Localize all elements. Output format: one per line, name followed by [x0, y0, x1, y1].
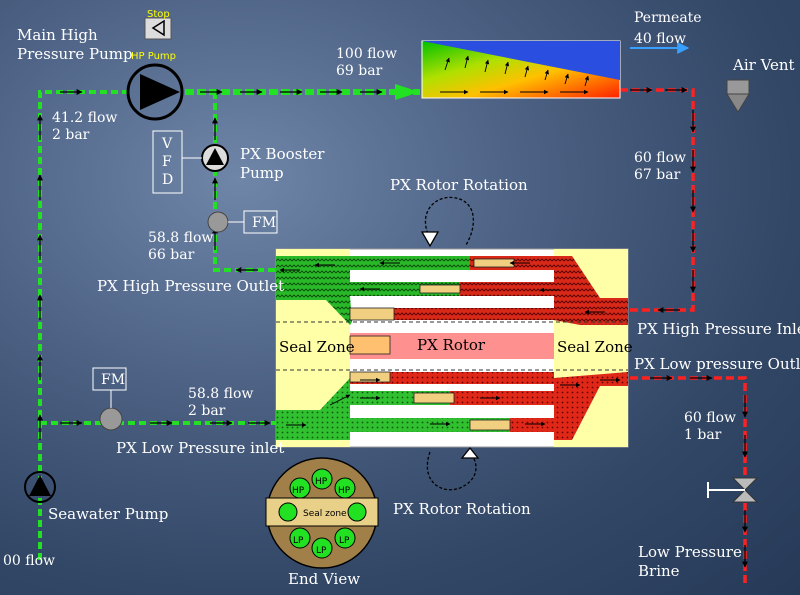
px-rotor-rotation-top-label: PX Rotor Rotation: [390, 176, 528, 194]
ro-membrane: [421, 40, 621, 99]
end-view-lp-3: LP: [339, 536, 350, 546]
flow-60-lp-label: 60 flow 1 bar: [684, 410, 737, 443]
end-view-hp-2: HP: [315, 477, 328, 487]
px-device: [275, 248, 629, 448]
px-hp-inlet-label: PX High Pressure Inlet: [637, 320, 800, 338]
end-view-diagram: [265, 457, 379, 569]
main-hp-pump-label: Main High Pressure Pump: [17, 26, 133, 63]
px-hp-outlet-label: PX High Pressure Outlet: [97, 277, 285, 295]
air-vent-icon[interactable]: [726, 79, 750, 113]
px-lp-outlet-label: PX Low pressure Outlet: [634, 355, 800, 373]
valve-icon[interactable]: [707, 477, 759, 503]
fm-bottom-label: FM: [101, 372, 126, 388]
flow-58-hp-label: 58.8 flow 66 bar: [148, 230, 214, 263]
end-view-hp-3: HP: [338, 486, 351, 496]
hp-pump-tag: HP Pump: [131, 51, 177, 62]
flow-100-bottom-label: 00 flow: [3, 553, 56, 569]
flow-41-label: 41.2 flow 2 bar: [52, 110, 118, 143]
end-view-seal-zone-label: Seal zone: [303, 509, 347, 519]
px-booster-label: PX Booster Pump: [240, 145, 325, 182]
main-hp-pump-icon[interactable]: [126, 63, 184, 121]
flow-arrows-left: [37, 89, 271, 440]
vfd-box: [152, 130, 202, 194]
px-booster-pump-icon[interactable]: [201, 144, 229, 172]
end-view-lp-2: LP: [316, 546, 327, 556]
flow-60-hp-label: 60 flow 67 bar: [634, 150, 687, 183]
seawater-pump-label: Seawater Pump: [48, 505, 169, 523]
end-view-label: End View: [288, 570, 361, 588]
flow-100-label: 100 flow 69 bar: [336, 46, 397, 79]
end-view-hp-1: HP: [292, 486, 305, 496]
flow-meter-icon: [92, 210, 278, 431]
air-vent-label: Air Vent: [733, 56, 795, 74]
permeate-label: Permeate: [634, 10, 702, 26]
fm-top-label: FM: [252, 215, 277, 231]
seal-zone-left-label: Seal Zone: [279, 338, 355, 356]
stop-label: Stop: [147, 9, 170, 20]
flow-40-label: 40 flow: [634, 31, 687, 47]
rotation-arrow-icon: [420, 196, 480, 491]
vfd-label: V F D: [162, 136, 174, 188]
seal-zone-right-label: Seal Zone: [557, 338, 633, 356]
px-lp-inlet-label: PX Low Pressure inlet: [116, 439, 285, 457]
seawater-pump-icon[interactable]: [24, 471, 56, 503]
end-view-lp-1: LP: [293, 536, 304, 546]
flow-58-lp-label: 58.8 flow 2 bar: [188, 386, 254, 419]
stop-icon[interactable]: [144, 17, 172, 40]
low-pressure-brine-label: Low Pressure Brine: [638, 543, 742, 580]
px-rotor-label: PX Rotor: [417, 336, 486, 354]
px-rotor-rotation-bottom-label: PX Rotor Rotation: [393, 500, 531, 518]
